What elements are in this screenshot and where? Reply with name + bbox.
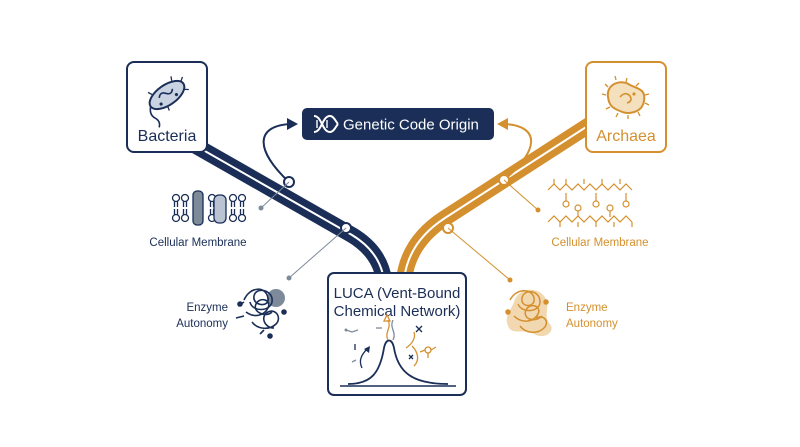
- bacteria-to-origin-arrow: [262, 123, 291, 183]
- bacteria-enzyme-label-line2: Autonomy: [176, 318, 228, 330]
- archaea-membrane-leader: [503, 179, 541, 213]
- isoprenoid-lipid-icon: [547, 179, 633, 227]
- archaea-arrowhead: [497, 118, 508, 130]
- lipid-head: [237, 193, 247, 203]
- archaeon-icon: [601, 75, 650, 119]
- luca-title-line2: Chemical Network): [334, 303, 461, 320]
- archaea-lineage: [396, 92, 636, 288]
- luca-title-line1: LUCA (Vent-Bound: [334, 285, 461, 302]
- bacteria-protein-fold-icon: [235, 288, 287, 339]
- bacteria-enzyme-label-line1: Enzyme: [186, 302, 228, 314]
- archaea-to-origin-arrow: [503, 123, 532, 181]
- lipid-head: [180, 193, 190, 203]
- bacteria-membrane-label: Cellular Membrane: [149, 237, 246, 249]
- luca-box: LUCA (Vent-Bound Chemical Network): [327, 272, 467, 396]
- archaea-enzyme-label-line1: Enzyme: [566, 302, 608, 314]
- archaea-protein-fold-icon: [505, 289, 552, 337]
- archaea-enzyme-leader: [447, 227, 513, 283]
- hydrothermal-vent-icon: [340, 313, 456, 387]
- archaea-membrane-label: Cellular Membrane: [551, 237, 648, 249]
- archaea-enzyme-label-line2: Autonomy: [566, 318, 618, 330]
- genetic-code-origin-box: Genetic Code Origin: [302, 108, 494, 140]
- lipid-head: [228, 193, 238, 203]
- bacteria-arrowhead: [287, 118, 298, 130]
- lipid-bilayer-icon: [171, 190, 247, 226]
- lipid-head: [171, 193, 181, 203]
- bacteria-box: Bacteria: [126, 61, 208, 153]
- lipid-head: [180, 213, 190, 223]
- lipid-head: [237, 213, 247, 223]
- archaea-box: Archaea: [585, 61, 667, 153]
- bacterium-icon: [147, 76, 189, 128]
- archaea-label: Archaea: [596, 128, 656, 145]
- bacteria-membrane-leader: [258, 181, 290, 211]
- lipid-head: [228, 213, 238, 223]
- genetic-code-origin-label: Genetic Code Origin: [343, 117, 479, 134]
- dna-icon: [313, 115, 339, 133]
- bacteria-label: Bacteria: [138, 128, 197, 145]
- bacteria-enzyme-leader: [286, 227, 347, 281]
- lipid-head: [171, 213, 181, 223]
